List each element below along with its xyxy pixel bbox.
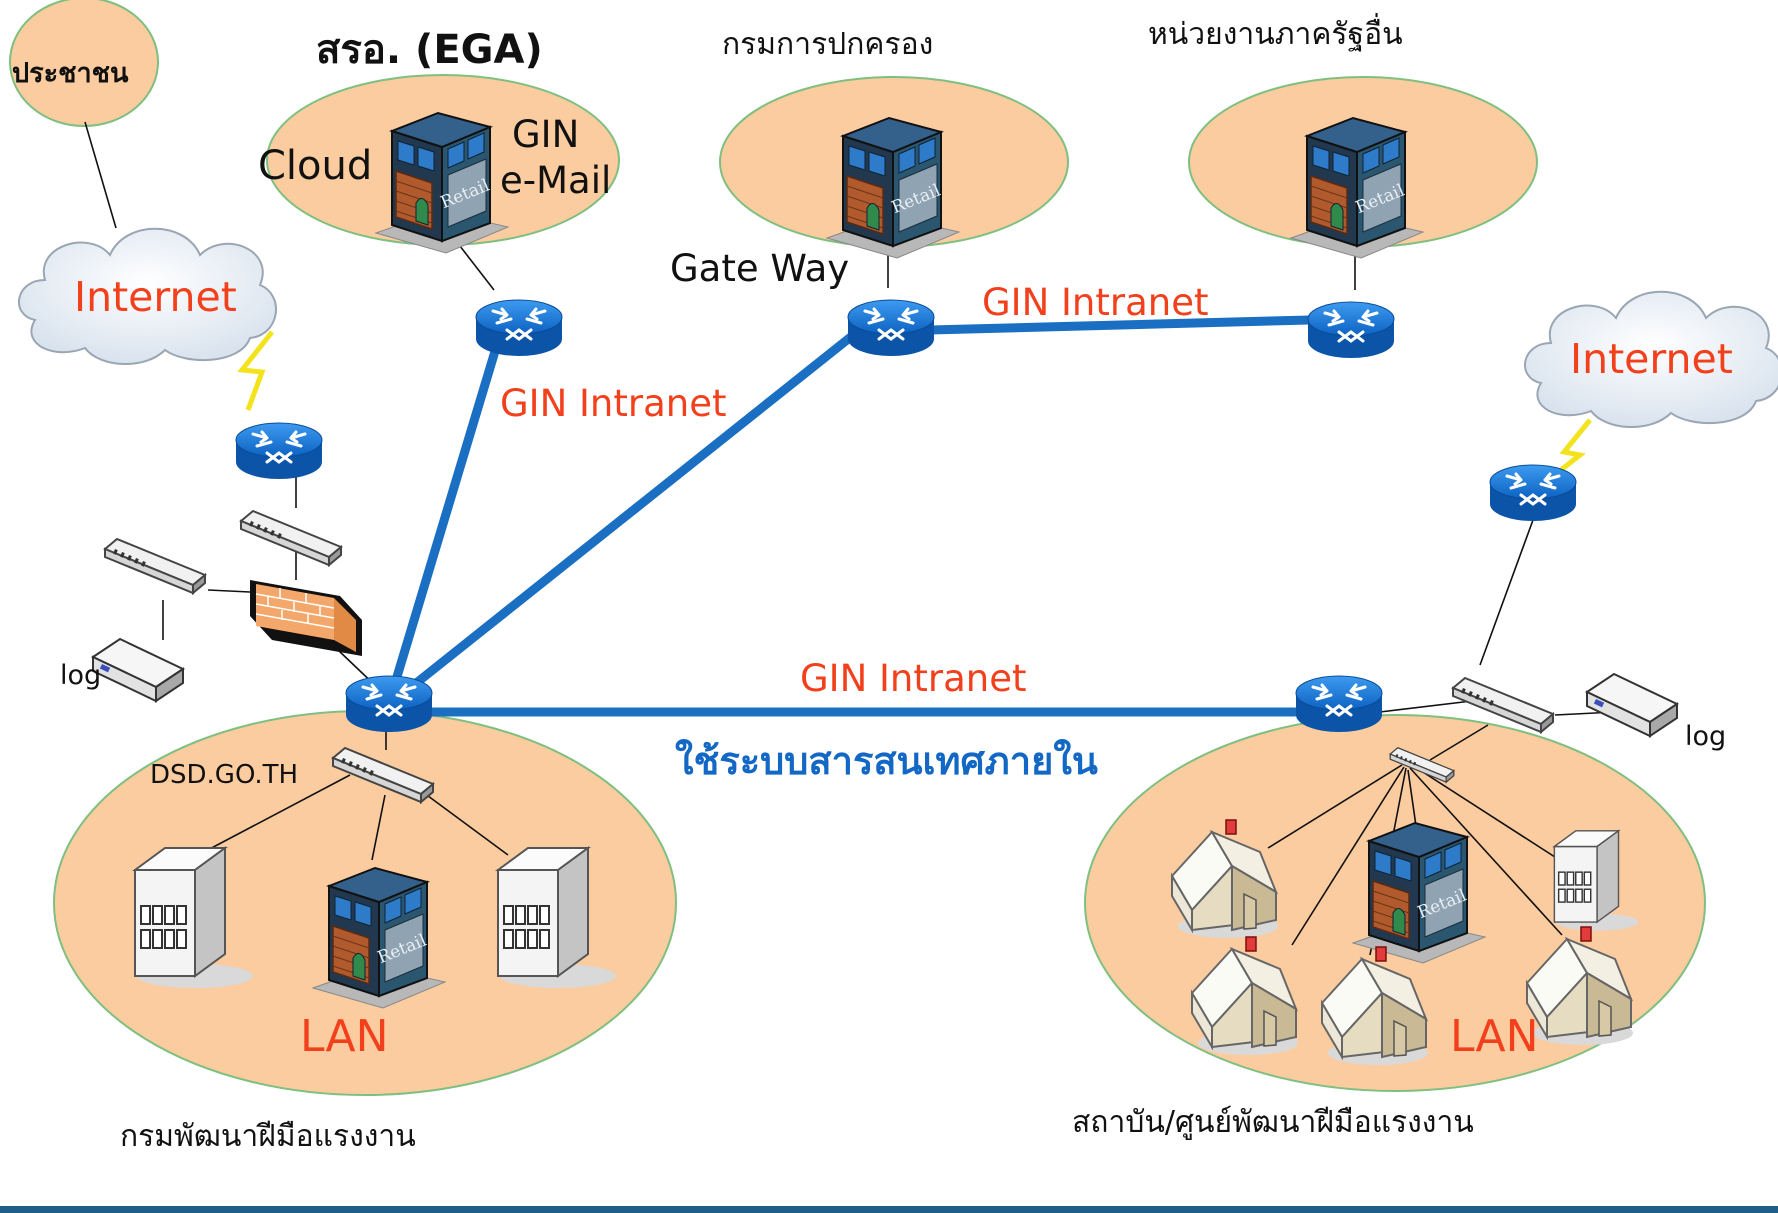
institutes-label: สถาบัน/ศูนย์พัฒนาฝีมือแรงงาน — [1072, 1105, 1474, 1140]
ega-title: สรอ. (EGA) — [316, 27, 543, 73]
link-small-house4 — [1409, 767, 1563, 936]
link-switch-left-firewall — [207, 589, 251, 593]
intranet-top-label: GIN Intranet — [982, 281, 1209, 324]
people-label: ประชาชน — [12, 58, 129, 89]
building-icon — [1352, 822, 1486, 964]
link-switch-server-right — [419, 789, 509, 856]
intranet-link-hq-ega — [385, 323, 507, 705]
router-icon — [1294, 674, 1384, 734]
link-switch-building-hq — [371, 794, 386, 861]
router-icon — [1306, 300, 1396, 360]
internal-use-label: ใช้ระบบสารสนเทศภายใน — [675, 739, 1098, 783]
router-icon — [474, 298, 564, 358]
log-left-label: log — [60, 660, 102, 691]
bottom-divider — [0, 1206, 1778, 1213]
intranet-link-hq-dopa — [390, 323, 867, 705]
firewall-icon — [250, 580, 362, 656]
email-label: e-Mail — [500, 159, 612, 202]
building-icon — [1290, 117, 1424, 259]
link-small-server — [1411, 764, 1573, 869]
link-switch-switch-small — [1429, 724, 1489, 761]
link-small-house1 — [1267, 764, 1403, 849]
switch-icon — [104, 538, 206, 594]
log-server-icon — [1586, 673, 1678, 737]
lan-right-label: LAN — [1450, 1011, 1539, 1062]
building-icon — [312, 867, 446, 1009]
gin-label: GIN — [512, 113, 580, 156]
lightning-icon — [1546, 418, 1592, 482]
domain-label: DSD.GO.TH — [150, 760, 299, 790]
building-icon — [375, 112, 509, 254]
building-icon — [826, 117, 960, 259]
log-server-icon — [92, 638, 184, 702]
link-router-switch-right — [1379, 699, 1481, 713]
internet-right-label: Internet — [1570, 335, 1733, 383]
router-icon — [234, 421, 324, 481]
router-icon — [344, 674, 434, 734]
dopa-title: กรมการปกครอง — [722, 27, 934, 62]
cloud-icon — [18, 227, 277, 365]
cloud-icon — [1524, 290, 1778, 428]
intranet-left-label: GIN Intranet — [500, 382, 727, 425]
zone-people — [9, 0, 159, 127]
link-small-house2 — [1291, 766, 1405, 946]
hq-label: กรมพัฒนาฝีมือแรงงาน — [120, 1119, 416, 1154]
intranet-bottom-label: GIN Intranet — [800, 657, 1027, 700]
router-icon — [846, 298, 936, 358]
intranet-link-dopa-othergov — [925, 315, 1315, 335]
internet-left-label: Internet — [74, 273, 237, 321]
intranet-links — [385, 315, 1315, 717]
log-right-label: log — [1685, 721, 1727, 752]
link-right-router-internet — [1479, 519, 1534, 666]
gateway-label: Gate Way — [670, 247, 850, 290]
cloud-label: Cloud — [258, 143, 373, 189]
other-gov-title: หน่วยงานภาครัฐอื่น — [1148, 17, 1403, 52]
switch-icon — [240, 510, 342, 566]
lan-left-label: LAN — [300, 1011, 389, 1062]
thin-links — [84, 121, 1616, 956]
link-people-internet — [84, 121, 117, 229]
lightning-icon — [237, 330, 274, 411]
router-icon — [1488, 463, 1578, 523]
